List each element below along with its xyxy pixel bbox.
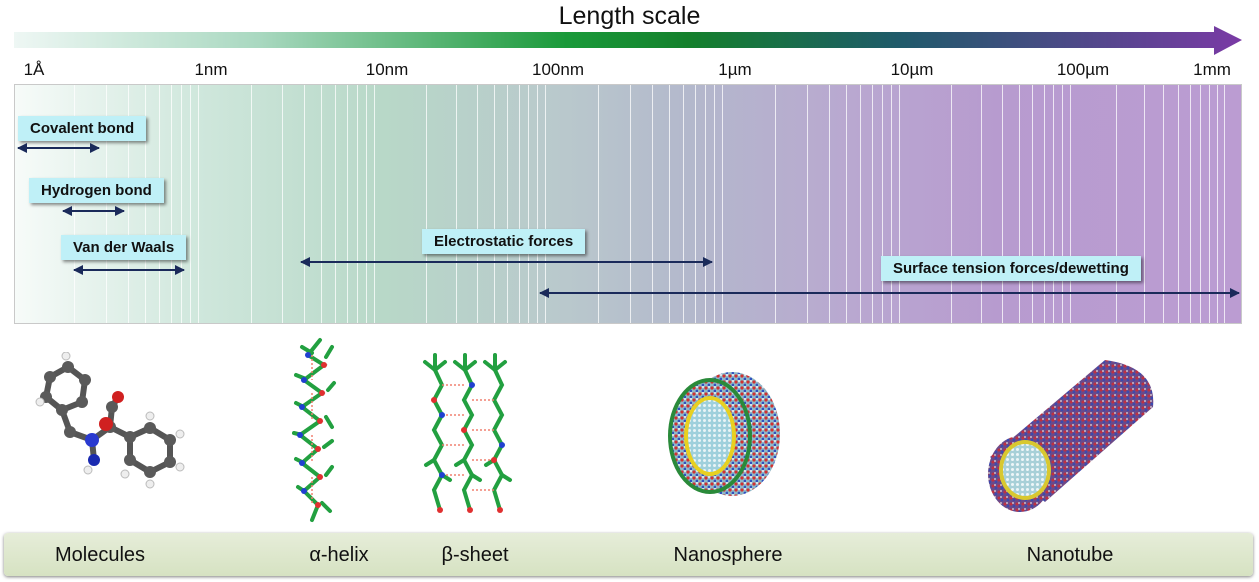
scale-gridline — [1018, 85, 1020, 323]
scale-gridline — [713, 85, 715, 323]
label-hydrogen-bond: Hydrogen bond — [29, 178, 164, 203]
scale-gridline — [1200, 85, 1202, 323]
scale-gridline — [1043, 85, 1045, 323]
alpha-helix-image — [292, 338, 336, 522]
scale-gridline — [105, 85, 107, 323]
scale-gridline — [335, 85, 336, 323]
tick-100-nm: 100nm — [532, 60, 584, 79]
scale-gridline — [537, 85, 539, 323]
scale-gridline — [1189, 85, 1191, 323]
scale-gridline — [598, 85, 600, 323]
length-scale-arrow — [14, 26, 1242, 55]
scale-gridline — [704, 85, 706, 323]
scale-gridline — [455, 85, 457, 323]
scale-gridline — [1209, 85, 1211, 323]
scale-region — [14, 84, 1242, 324]
structure-caption-bar — [4, 533, 1253, 576]
scale-gridline — [144, 85, 146, 323]
scale-gridline — [806, 85, 808, 323]
scale-gridline — [493, 85, 495, 323]
scale-gridline — [1162, 85, 1164, 323]
scale-gridline — [694, 85, 696, 323]
label-surface-tension: Surface tension forces/dewetting — [881, 256, 1141, 281]
tick-10-um: 10µm — [890, 60, 934, 79]
nanosphere-image — [668, 372, 780, 496]
caption-beta-sheet: β-sheet — [441, 544, 509, 566]
scale-gridline — [251, 85, 252, 323]
scale-gridline — [871, 85, 873, 323]
scale-gridline — [545, 85, 546, 323]
nanotube-image — [988, 360, 1154, 512]
scale-gridline — [899, 85, 900, 323]
scale-gridline — [170, 85, 172, 323]
scale-gridline — [1143, 85, 1145, 323]
scale-gridline — [682, 85, 684, 323]
caption-nanosphere: Nanosphere — [673, 544, 783, 566]
scale-gridline — [425, 85, 427, 323]
scale-gridline — [828, 85, 830, 323]
scale-gridline — [321, 85, 322, 323]
scale-gridline — [507, 85, 509, 323]
scale-gridline — [374, 85, 375, 323]
diagram-title: Length scale — [558, 2, 701, 30]
scale-gridline — [477, 85, 478, 323]
label-covalent-bond: Covalent bond — [18, 116, 147, 141]
label-van-der-waals: Van der Waals — [61, 235, 187, 260]
tick-100-um: 100µm — [1056, 60, 1110, 79]
scale-gridline — [1177, 85, 1179, 323]
scale-gridline — [859, 85, 861, 323]
scale-gridline — [282, 85, 283, 323]
scale-gridline — [198, 85, 199, 323]
beta-sheet-image — [423, 353, 512, 513]
scale-gridline — [158, 85, 160, 323]
scale-gridline — [890, 85, 892, 323]
tick-1-mm: 1mm — [1193, 60, 1231, 79]
tick-1-um: 1µm — [718, 60, 752, 79]
scale-gridline — [365, 85, 367, 323]
scale-gridline — [881, 85, 883, 323]
scale-gridline — [1002, 85, 1003, 323]
tick-1-angstrom: 1Å — [23, 60, 45, 79]
scale-gridline — [1224, 85, 1225, 323]
scale-gridline — [1116, 85, 1118, 323]
scale-gridline — [845, 85, 847, 323]
scale-gridline — [651, 85, 653, 323]
scale-gridline — [356, 85, 358, 323]
scale-gridline — [74, 85, 76, 323]
scale-gridline — [528, 85, 530, 323]
scale-gridline — [518, 85, 520, 323]
scale-gridline — [1062, 85, 1064, 323]
scale-gridline — [304, 85, 305, 323]
scale-gridline — [127, 85, 129, 323]
caption-alpha-helix: α-helix — [309, 544, 369, 566]
molecule-image — [35, 352, 185, 489]
scale-gridline — [180, 85, 182, 323]
scale-gridline — [189, 85, 191, 323]
scale-gridline — [950, 85, 952, 323]
caption-nanotube: Nanotube — [1026, 544, 1114, 566]
tick-1-nm: 1nm — [194, 60, 228, 79]
caption-molecules: Molecules — [54, 544, 146, 566]
scale-gridline — [1032, 85, 1034, 323]
scale-gridline — [1053, 85, 1055, 323]
scale-gridline — [1217, 85, 1218, 323]
tick-10-nm: 10nm — [365, 60, 409, 79]
scale-gridline — [346, 85, 348, 323]
scale-gridline — [668, 85, 670, 323]
scale-gridline — [980, 85, 982, 323]
scale-gridline — [629, 85, 631, 323]
label-electrostatic: Electrostatic forces — [422, 229, 586, 254]
scale-gridline — [722, 85, 723, 323]
scale-gridline — [1070, 85, 1071, 323]
scale-gridline — [775, 85, 777, 323]
